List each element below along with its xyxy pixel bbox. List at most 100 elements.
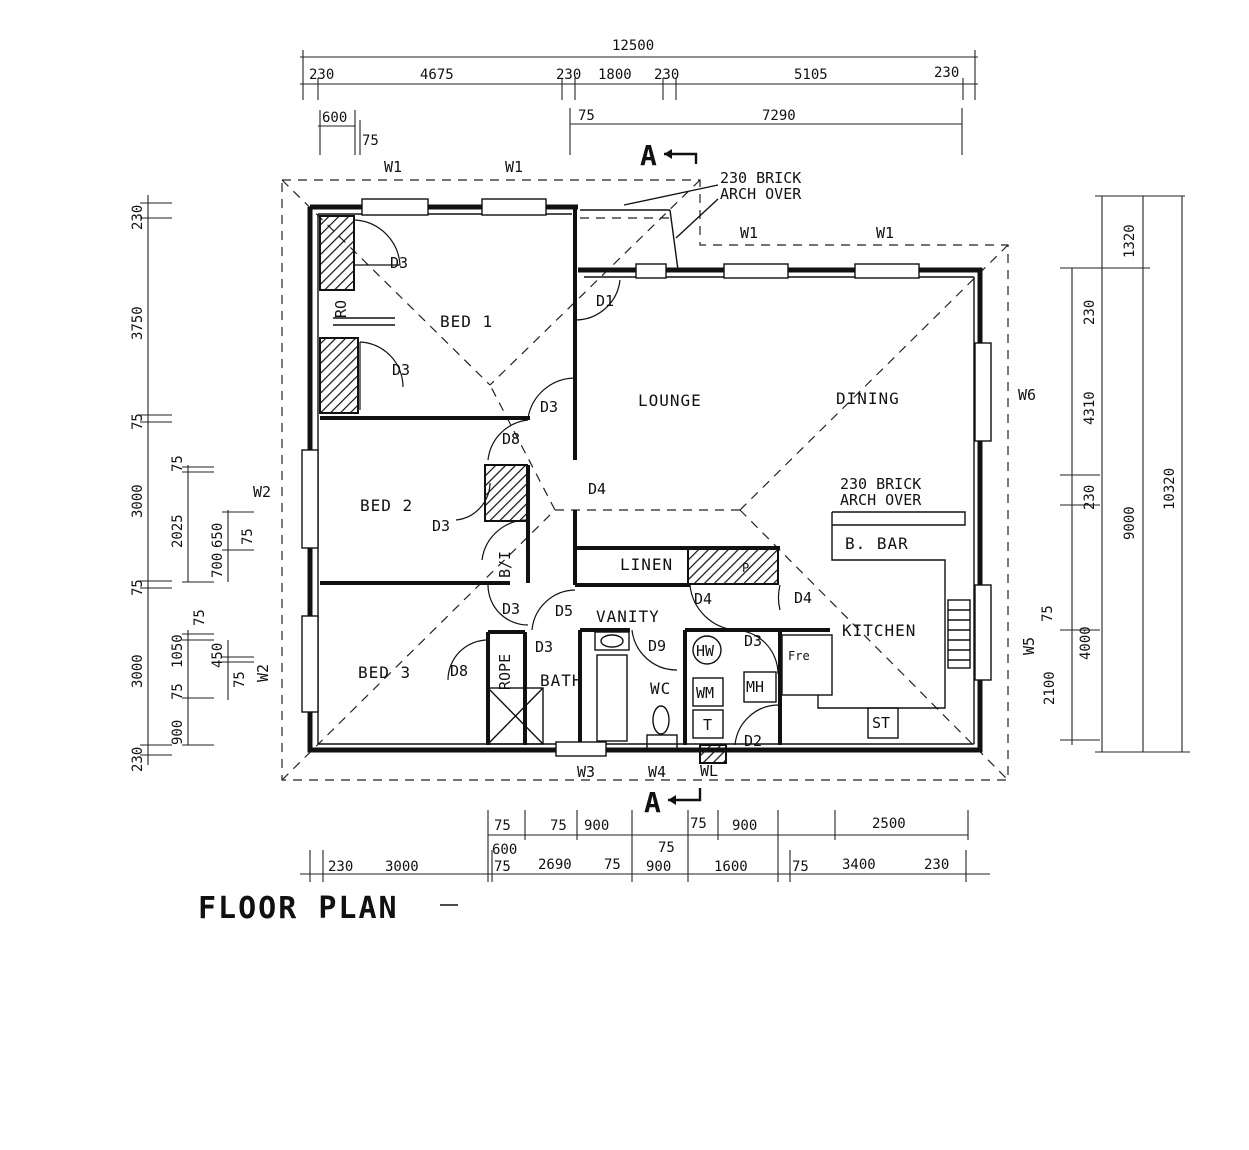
dim-left-inner-b-0: 75: [192, 609, 208, 626]
bi-hatch: [484, 464, 528, 522]
dim-left-outer-2: 75: [130, 413, 146, 430]
window-w3: W3: [577, 763, 595, 781]
linen-hatch: [687, 547, 779, 585]
dim-left-inner-b-2: 75: [170, 683, 186, 700]
window-w6: W6: [1018, 386, 1036, 404]
door-d3-laundry: D3: [744, 632, 762, 650]
door-d3-bed2: D3: [432, 517, 450, 535]
dim-right-inner-5: 2100: [1042, 671, 1058, 705]
section-mark-bottom: A: [644, 786, 702, 819]
door-d4-linen-b: D4: [794, 589, 812, 607]
room-wc-label: WC: [650, 679, 671, 698]
left-dimensions: [140, 195, 254, 765]
room-dining-label: DINING: [836, 389, 900, 408]
dim-bottom-r2-0: 600: [492, 842, 517, 858]
dim-left-outer-0: 230: [130, 205, 146, 230]
window-w2-a: W2: [253, 483, 271, 501]
dim-right-inner-4: 4000: [1078, 626, 1094, 660]
top-dimensions: [300, 50, 978, 155]
door-d4-lounge: D4: [588, 480, 606, 498]
dim-right-inner-1: 4310: [1082, 391, 1098, 425]
room-bed3-label: BED 3: [358, 663, 411, 682]
dim-left-inner-b-1: 1050: [170, 634, 186, 668]
door-d8-hall: D8: [502, 430, 520, 448]
dim-left-outer-5: 3000: [130, 654, 146, 688]
room-bar-label: B. BAR: [845, 534, 909, 553]
door-d4-linen-a: D4: [694, 590, 712, 608]
window-w4: W4: [648, 763, 666, 781]
dim-left-outer-1: 3750: [130, 306, 146, 340]
dim-left-outer-4: 75: [130, 579, 146, 596]
dim-right-mid-1: 9000: [1122, 506, 1138, 540]
dim-right-mid-0: 1320: [1122, 224, 1138, 258]
window-w2-b: W2: [254, 664, 272, 682]
dim-left-inner-a-4: 75: [240, 528, 256, 545]
door-d9: D9: [648, 637, 666, 655]
room-vanity-label: VANITY: [596, 607, 660, 626]
dim-left-inner-a-3: 650: [210, 523, 226, 548]
robe-hatch-2: [319, 337, 359, 414]
dim-bottom-r3-1: 3000: [385, 859, 419, 875]
dim-left-inner-b-5: 75: [232, 671, 248, 688]
dim-top-r1-2: 230: [556, 67, 581, 83]
dim-right-inner-3: 75: [1040, 605, 1056, 622]
dim-top-r1-0: 230: [309, 67, 334, 83]
dim-left-inner-a-2: 700: [210, 553, 226, 578]
dim-bottom-r1-1: 75: [550, 818, 567, 834]
dim-bottom-r1-0: 75: [494, 818, 511, 834]
dim-right-outer: 10320: [1162, 468, 1178, 510]
room-linen-label: LINEN: [620, 555, 673, 574]
dim-bottom-r3-0: 230: [328, 859, 353, 875]
door-d3-bed1-a: D3: [390, 254, 408, 272]
bi-label: B/I: [496, 551, 514, 578]
arch-note-top-line1: 230 BRICK: [720, 169, 801, 187]
t-label: T: [703, 716, 712, 734]
dim-bottom-r3-2: 75: [494, 859, 511, 875]
dim-top-r2-b: 75: [362, 133, 379, 149]
fixtures: [333, 209, 971, 752]
room-bed2-label: BED 2: [360, 496, 413, 515]
dim-left-inner-b-3: 900: [170, 720, 186, 745]
dim-top-r1-1: 4675: [420, 67, 454, 83]
dim-bottom-r3-5: 900: [646, 859, 671, 875]
wl-hatch: [699, 744, 727, 764]
dim-bottom-r2-1: 75: [658, 840, 675, 856]
door-d2: D2: [744, 732, 762, 750]
dim-top-overall: 12500: [612, 38, 654, 54]
dim-bottom-r1-5: 2500: [872, 816, 906, 832]
window-w1-a: W1: [384, 158, 402, 176]
dim-bottom-r3-6: 1600: [714, 859, 748, 875]
dim-bottom-r1-3: 75: [690, 816, 707, 832]
dim-top-r1-4: 230: [654, 67, 679, 83]
window-w1-b: W1: [505, 158, 523, 176]
dim-top-r1-5: 5105: [794, 67, 828, 83]
window-w1-c: W1: [740, 224, 758, 242]
dim-left-inner-b-4: 450: [210, 643, 226, 668]
door-d3-hall: D3: [540, 398, 558, 416]
dim-bottom-r3-8: 3400: [842, 857, 876, 873]
dim-left-inner-a-1: 2025: [170, 514, 186, 548]
window-w1-d: W1: [876, 224, 894, 242]
section-mark-top-label: A: [640, 139, 657, 172]
dim-bottom-r3-7: 75: [792, 859, 809, 875]
page-title: FLOOR PLAN: [198, 891, 399, 926]
roof-eaves-outline: [281, 179, 1009, 781]
room-kitchen-label: KITCHEN: [842, 621, 916, 640]
pantry-label: P: [742, 561, 749, 575]
robe-label-a: RO: [332, 300, 350, 318]
arch-note-top-line2: ARCH OVER: [720, 185, 802, 203]
robe-label-b: ROPE: [496, 654, 514, 690]
dim-left-outer-6: 230: [130, 747, 146, 772]
bottom-dimensions: [300, 810, 990, 882]
section-mark-bottom-label: A: [644, 786, 661, 819]
dim-top-r1-3: 1800: [598, 67, 632, 83]
dim-right-inner-2: 230: [1082, 485, 1098, 510]
wm-label: WM: [696, 684, 714, 702]
wl-label: WL: [700, 762, 718, 780]
dim-top-r2-d: 7290: [762, 108, 796, 124]
section-mark-top: A: [640, 139, 698, 172]
fridge-label: Fre: [788, 649, 810, 663]
right-dimensions: [1060, 195, 1190, 753]
window-w5: W5: [1020, 637, 1038, 655]
room-bed1-label: BED 1: [440, 312, 493, 331]
